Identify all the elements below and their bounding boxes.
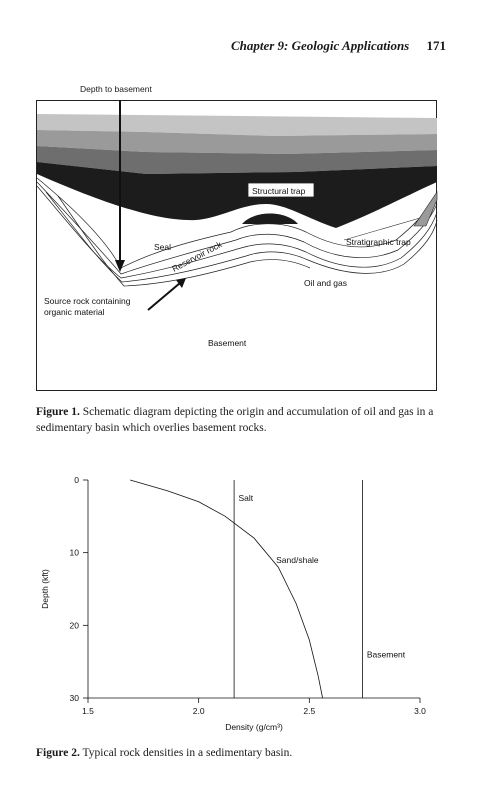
bed-line-5	[57, 195, 311, 287]
x-tick-label: 3.0	[414, 706, 426, 716]
stratigraphic-trap-wedge	[413, 191, 438, 227]
bed-line-4	[45, 191, 438, 283]
x-tick-label: 2.5	[303, 706, 315, 716]
x-tick-label: 2.0	[193, 706, 205, 716]
bed-line-1	[36, 177, 438, 269]
structural-trap-box	[247, 182, 315, 198]
figure2-caption-label: Figure 2.	[36, 747, 80, 759]
seal-label: Seal	[154, 242, 171, 252]
figure2-caption-text: Typical rock densities in a sedimentary …	[82, 747, 293, 759]
chapter-title: Chapter 9: Geologic Applications	[230, 38, 410, 53]
stratigraphic-pointer	[343, 217, 421, 241]
annotation-sand-shale: Sand/shale	[276, 555, 319, 565]
y-tick-label: 0	[74, 475, 79, 485]
y-tick-label: 30	[70, 693, 80, 703]
depth-arrow-head	[115, 260, 125, 272]
basin-cross-section-diagram: Structural trap Seal Reservoir rock Stra…	[36, 100, 438, 391]
page-number: 171	[426, 38, 447, 53]
migration-arrow-head	[176, 278, 186, 288]
figure1-caption: Figure 1. Schematic diagram depicting th…	[36, 404, 456, 436]
annotation-salt: Salt	[239, 493, 254, 503]
oil-and-gas-label: Oil and gas	[304, 278, 347, 288]
migration-arrow-line	[147, 282, 181, 311]
layer-top-light	[37, 114, 437, 136]
layer-dark	[37, 162, 437, 228]
source-rock-label-line2: organic material	[44, 307, 105, 317]
layer-gray-1	[37, 130, 437, 154]
bed-line-3	[36, 185, 438, 279]
structural-trap-fill	[242, 213, 298, 224]
figure1-caption-text: Schematic diagram depicting the origin a…	[36, 406, 434, 434]
y-tick-label: 20	[70, 620, 80, 630]
y-axis-label: Depth (kft)	[40, 569, 50, 609]
source-rock-label-line1: Source rock containing	[44, 296, 131, 306]
page-header: Chapter 9: Geologic Applications 171	[231, 38, 446, 54]
stratigraphic-trap-label: Stratigraphic trap	[346, 237, 411, 247]
figure1-caption-label: Figure 1.	[36, 406, 80, 418]
structural-trap-label: Structural trap	[252, 186, 306, 196]
basement-label: Basement	[208, 338, 247, 348]
series-line-sand-shale	[129, 479, 323, 699]
x-axis-label: Density (g/cm³)	[225, 722, 283, 732]
density-depth-chart: 1.5 2.0 2.5 3.0 0 10 20 30 SaltSand/shaleBasemen…	[40, 475, 426, 732]
layer-gray-2	[37, 146, 437, 174]
x-tick-label: 1.5	[82, 706, 94, 716]
bed-line-2	[36, 181, 438, 275]
depth-to-basement-label: Depth to basement	[80, 84, 152, 94]
y-tick-label: 10	[70, 548, 80, 558]
figure2-caption: Figure 2. Typical rock densities in a se…	[36, 745, 456, 761]
annotation-basement: Basement	[367, 649, 406, 659]
